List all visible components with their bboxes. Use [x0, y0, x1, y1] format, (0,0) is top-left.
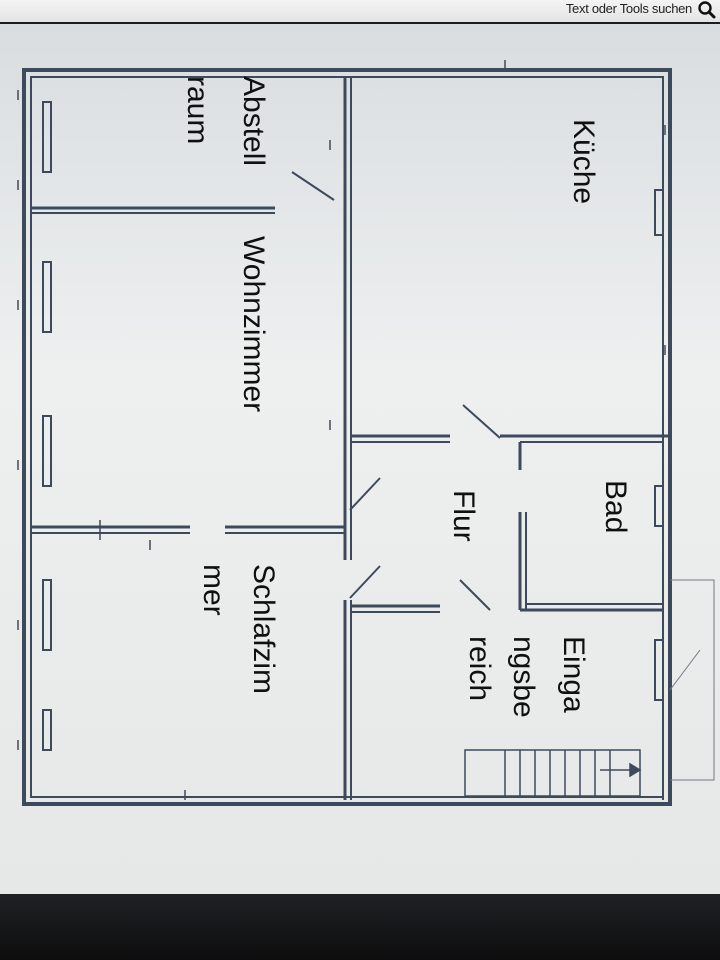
- room-label-eingang-2: ngsbe: [507, 636, 540, 718]
- room-label-abstell-2: raum: [181, 76, 214, 145]
- search-tools-text[interactable]: Text oder Tools suchen: [565, 1, 692, 16]
- room-label-kueche: Küche: [567, 119, 600, 205]
- window-marks: [42, 101, 664, 751]
- door-flur: [462, 404, 501, 439]
- search-toolbar: Text oder Tools suchen: [0, 0, 720, 22]
- room-label-abstell-1: Abstell: [237, 76, 270, 167]
- floor-plan-sheet: Küche Abstell raum Wohnzimmer Flur Bad S…: [0, 24, 720, 894]
- room-label-schlafzimmer-1: Schlafzim: [247, 564, 280, 695]
- room-label-eingang-3: reich: [463, 636, 496, 702]
- floor-plan: [17, 60, 715, 806]
- room-label-flur: Flur: [447, 490, 480, 542]
- magnifier-icon[interactable]: [697, 0, 717, 20]
- door-eingang: [459, 579, 491, 611]
- room-label-bad: Bad: [599, 480, 632, 534]
- entrance-terrace: [669, 579, 715, 781]
- staircase: [464, 749, 642, 797]
- door-wohn: [349, 477, 381, 511]
- door-schlaf: [349, 565, 381, 599]
- room-label-schlafzimmer-2: mer: [197, 564, 230, 616]
- wall-ticks: [17, 60, 666, 800]
- room-label-eingang-1: Einga: [557, 636, 590, 713]
- door-kueche: [291, 171, 335, 201]
- room-label-wohnzimmer: Wohnzimmer: [237, 236, 270, 413]
- monitor-bezel: [0, 894, 720, 960]
